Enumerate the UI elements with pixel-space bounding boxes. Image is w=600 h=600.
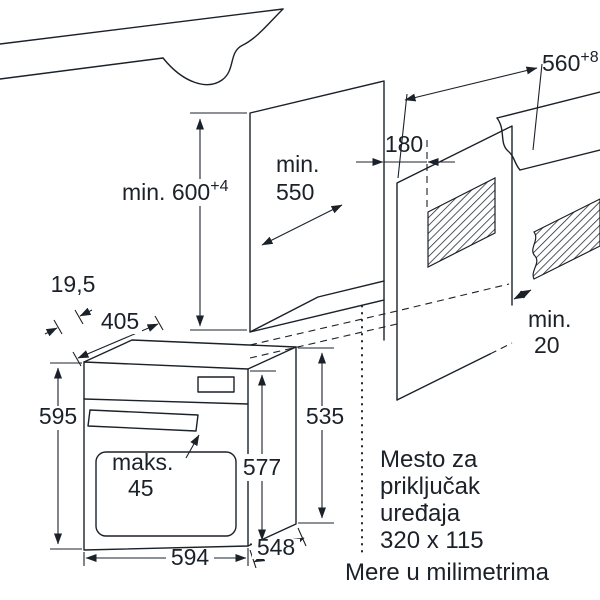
dim-front-overhang: 19,5 xyxy=(44,271,96,337)
connection-note-line2: priključak xyxy=(380,473,481,500)
handle-depth-label-1: maks. xyxy=(112,449,173,475)
connection-area xyxy=(426,140,496,268)
connection-offset-label: 180 xyxy=(385,131,423,157)
dim-oven-width: 594 xyxy=(83,544,249,570)
oven-width-label: 594 xyxy=(171,544,210,570)
dim-niche-width: 560+8 xyxy=(397,49,599,179)
wall-hatch xyxy=(532,198,600,280)
torn-edge xyxy=(496,117,521,171)
top-scene: min. 600+4 min. 550 180 560+8 xyxy=(0,8,600,401)
dim-niche-height: min. 600+4 xyxy=(116,112,247,331)
right-cabinet xyxy=(396,125,513,401)
niche-width-label: 560+8 xyxy=(542,49,599,76)
torn-edge xyxy=(162,8,284,86)
dim-top-depth: 405 xyxy=(72,308,164,367)
dim-handle-depth: maks. 45 xyxy=(112,434,200,501)
worktop-right xyxy=(496,91,600,171)
dim-oven-height: 595 xyxy=(36,362,82,550)
dim-oven-depth: 548 xyxy=(249,527,307,569)
units-note: Mere u milimetrima xyxy=(345,559,550,586)
control-display xyxy=(197,376,235,393)
oven-right-face xyxy=(247,346,297,547)
dim-door-height: 577 xyxy=(238,370,286,545)
dim-connection-offset: 180 xyxy=(356,131,455,166)
connection-note-line4: 320 x 115 xyxy=(380,527,484,554)
wall-section xyxy=(532,198,600,280)
door-height-label: 577 xyxy=(243,454,281,480)
dim-rear-gap: min. 20 xyxy=(513,289,571,358)
worktop-left xyxy=(0,8,284,86)
dim-rear-height: 535 xyxy=(298,347,348,524)
oven-scene: 19,5 405 595 maks. 45 xyxy=(36,271,348,570)
notes: Mesto za priključak uređaja 320 x 115 Me… xyxy=(345,446,550,586)
top-depth-label: 405 xyxy=(101,308,139,334)
niche-depth-label-1: min. xyxy=(276,151,319,177)
connection-note-line1: Mesto za xyxy=(380,446,478,473)
dim-niche-depth: min. 550 xyxy=(261,151,343,246)
oven-handle xyxy=(87,409,199,432)
oven-height-label: 595 xyxy=(39,403,77,429)
niche-depth-label-2: 550 xyxy=(276,179,314,205)
connection-note-line3: uređaja xyxy=(380,500,461,527)
handle-depth-label-2: 45 xyxy=(128,475,154,501)
rear-gap-label-1: min. xyxy=(528,306,571,332)
oven-depth-label: 548 xyxy=(257,534,295,560)
oven-door xyxy=(95,451,237,537)
rear-height-label: 535 xyxy=(306,403,344,429)
connection-area-hatch xyxy=(427,177,496,268)
front-overhang-label: 19,5 xyxy=(51,271,96,297)
control-panel-line xyxy=(83,398,249,405)
niche-height-label: min. 600+4 xyxy=(122,178,229,205)
rear-gap-label-2: 20 xyxy=(534,332,560,358)
